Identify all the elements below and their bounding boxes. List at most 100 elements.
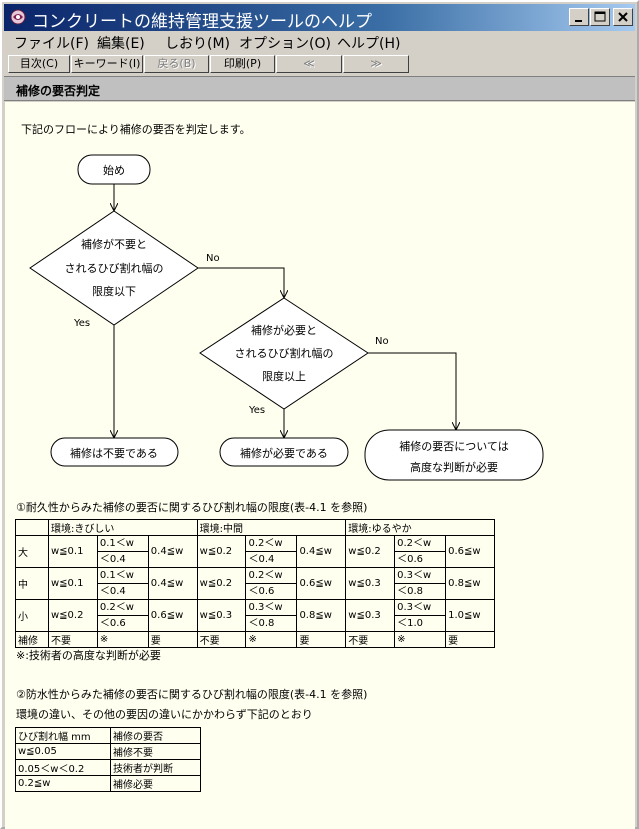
minimize-button[interactable] — [569, 8, 589, 26]
menu-bookmark[interactable]: しおり(M) — [165, 36, 231, 52]
print-button[interactable]: 印刷(P) — [210, 55, 275, 73]
table-cell: 0.1＜w — [97, 568, 148, 584]
table-cell: 技術者が判断 — [110, 759, 201, 776]
table-cell: 0.2＜w — [246, 568, 297, 584]
table-row: ひび割れ幅 mm 補修の要否 — [15, 727, 201, 744]
table-cell: w≦0.2 — [196, 535, 247, 568]
flow-end-needed-box — [219, 437, 349, 467]
table-cell: ＜0.8 — [397, 586, 424, 597]
table-cell: w≦0.1 — [48, 567, 98, 600]
row-label: 小 — [15, 599, 49, 632]
table-cell: ※ — [96, 631, 149, 648]
prev-topic-button[interactable]: ≪ — [276, 55, 342, 73]
table-cell: 0.4≦w — [296, 535, 347, 568]
menu-help[interactable]: ヘルプ(H) — [337, 36, 401, 52]
table-row: 環境:きびしい 環境:中間 環境:ゆるやか — [15, 519, 495, 536]
flow-end-unneeded-box — [50, 437, 179, 467]
next-topic-button[interactable]: ≫ — [343, 55, 409, 73]
row-label: 中 — [15, 567, 49, 600]
env-header-severe: 環境:きびしい — [48, 519, 198, 536]
table-cell: 不要 — [48, 631, 98, 648]
menu-file[interactable]: ファイル(F) — [14, 36, 89, 52]
table-cell: 0.4≦w — [147, 567, 198, 600]
topic-header: 補修の要否判定 — [4, 76, 635, 101]
flow-q1-line3: 限度以下 — [92, 284, 136, 298]
table-cell: 0.6≦w — [147, 599, 198, 632]
table-cell: 要 — [147, 631, 198, 648]
table-cell: ＜0.6 — [248, 586, 275, 597]
flow-arrow — [368, 352, 456, 429]
table-cell: ※ — [245, 631, 298, 648]
table-cell: 0.8≦w — [296, 599, 347, 632]
flow-end-expert-box — [364, 429, 544, 481]
close-button[interactable] — [613, 8, 633, 26]
table-cell: w≦0.3 — [345, 599, 396, 632]
table-row: 大 w≦0.1 0.1＜w＜0.4 0.4≦w w≦0.2 0.2＜w＜0.4 … — [15, 535, 495, 568]
table-cell: w≦0.2 — [345, 535, 396, 568]
table-cell: 0.2＜w ＜0.6 — [394, 535, 447, 568]
table-cell: 不要 — [345, 631, 396, 648]
intro-text: 下記のフローにより補修の要否を判定します。 — [21, 123, 251, 136]
table-cell: 0.8≦w — [445, 567, 495, 600]
table-cell: ＜0.6 — [397, 554, 424, 565]
table-cell: w≦0.3 — [196, 599, 247, 632]
contents-button[interactable]: 目次(C) — [8, 55, 70, 73]
header-crack-width: ひび割れ幅 mm — [15, 727, 111, 744]
flow-end-unneeded: 補修は不要である — [70, 446, 158, 460]
table-cell: 0.2＜w＜0.4 — [245, 535, 298, 568]
maximize-button[interactable] — [590, 8, 610, 26]
table-row: w≦0.05 補修不要 — [15, 743, 201, 760]
table-cell: ＜1.0 — [397, 618, 424, 629]
table-cell: 0.2＜w — [395, 536, 446, 552]
flow-q1-no: No — [206, 253, 220, 264]
flow-end-needed: 補修が必要である — [240, 446, 328, 460]
table-cell: 0.4≦w — [147, 535, 198, 568]
flow-q1-line1: 補修が不要と — [81, 237, 147, 251]
env-header-moderate: 環境:中間 — [196, 519, 347, 536]
table-cell: 0.6≦w — [445, 535, 495, 568]
table-cell: ※ — [394, 631, 447, 648]
table-cell: 0.3＜w＜0.8 — [394, 567, 447, 600]
flow-q2-yes: Yes — [248, 405, 265, 416]
table-cell: ＜0.8 — [248, 618, 275, 629]
table-cell: 0.3＜w — [246, 600, 297, 616]
table-cell: 0.2＜w — [97, 600, 148, 616]
table1-caption: ①耐久性からみた補修の要否に関するひび割れ幅の限度(表-4.1 を参照) — [16, 501, 368, 514]
menu-options[interactable]: オプション(O) — [239, 36, 331, 52]
table2-subcaption: 環境の違い、その他の要因の違いにかかわらず下記のとおり — [16, 708, 313, 721]
toolbar: 目次(C) キーワード(I) 戻る(B) 印刷(P) ≪ ≫ — [4, 54, 635, 74]
env-header-mild: 環境:ゆるやか — [345, 519, 495, 536]
durability-table: 環境:きびしい 環境:中間 環境:ゆるやか 大 w≦0.1 0.1＜w＜0.4 … — [15, 519, 495, 648]
table1-note: ※:技術者の高度な判断が必要 — [16, 649, 161, 662]
table-row: 0.05＜w＜0.2 技術者が判断 — [15, 759, 201, 776]
help-book-icon[interactable] — [9, 8, 27, 26]
table-cell: 不要 — [196, 631, 247, 648]
table-cell: 0.1＜w — [97, 536, 148, 552]
table-cell: 0.2＜w ＜0.6 — [245, 567, 298, 600]
table-cell: w≦0.2 — [196, 567, 247, 600]
flow-q1-yes: Yes — [73, 318, 90, 329]
title-bar[interactable]: コンクリートの維持管理支援ツールのヘルプ — [4, 4, 635, 32]
flow-q2-line3: 限度以上 — [262, 369, 306, 383]
menu-edit[interactable]: 編集(E) — [97, 36, 145, 52]
flow-q2-line2: されるひび割れ幅の — [235, 346, 334, 360]
back-button[interactable]: 戻る(B) — [144, 55, 209, 73]
minimize-icon — [575, 20, 582, 22]
topic-content[interactable]: 下記のフローにより補修の要否を判定します。 始め 補修が不要と されるひび割れ幅… — [5, 102, 635, 829]
table-cell: 0.2＜w — [246, 536, 297, 552]
close-icon — [618, 12, 628, 22]
maximize-icon — [594, 11, 606, 22]
table-cell: 1.0≦w — [445, 599, 495, 632]
table-cell: w≦0.3 — [345, 567, 396, 600]
table-cell — [15, 519, 49, 536]
table-row: 中 w≦0.1 0.1＜w＜0.4 0.4≦w w≦0.2 0.2＜w＜0.6 … — [15, 567, 495, 600]
table-cell: 0.1＜w＜0.4 — [96, 535, 149, 568]
table-cell: ＜0.6 — [99, 618, 126, 629]
table-cell: 補修不要 — [110, 743, 201, 760]
flow-q2-no: No — [375, 336, 389, 347]
table-row: 小 w≦0.2 0.2＜w＜0.6 0.6≦w w≦0.3 0.3＜w＜0.8 … — [15, 599, 495, 632]
flow-arrow — [198, 267, 284, 297]
keyword-button[interactable]: キーワード(I) — [71, 55, 143, 73]
flow-q2-line1: 補修が必要と — [251, 323, 317, 337]
